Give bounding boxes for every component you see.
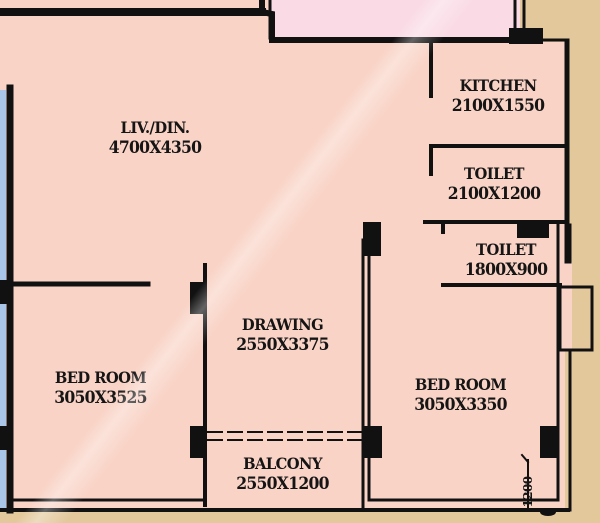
room-dimensions: 2550X3375 (236, 335, 329, 355)
adjacent-unit (270, 0, 520, 38)
room-name: TOILET (464, 164, 524, 183)
room-dimensions: 3050X3525 (54, 388, 147, 408)
room-label-toilet-1: TOILET 2100X1200 (437, 164, 551, 204)
room-label-toilet-2: TOILET 1800X900 (453, 240, 560, 280)
room-dimensions: 1800X900 (464, 260, 548, 280)
room-label-balcony: BALCONY 2550X1200 (225, 454, 340, 494)
room-name: DRAWING (241, 315, 324, 334)
room-dimensions: 2100X1550 (451, 96, 545, 116)
room-dimensions: 2100X1200 (447, 184, 541, 204)
room-label-bedroom-2: BED ROOM 3050X3350 (403, 375, 518, 415)
room-dimensions: 3050X3350 (414, 395, 507, 415)
room-label-drawing: DRAWING 2550X3375 (225, 315, 340, 355)
room-name: LIV./DIN. (120, 118, 190, 137)
room-label-living-dining: LIV./DIN. 4700X4350 (100, 118, 210, 158)
columns (0, 28, 558, 516)
room-dimensions: 2550X1200 (236, 474, 329, 494)
room-name: KITCHEN (459, 76, 537, 95)
room-dimensions: 4700X4350 (108, 138, 202, 158)
room-name: BED ROOM (54, 368, 147, 387)
room-name: BED ROOM (414, 375, 507, 394)
room-label-kitchen: KITCHEN 2100X1550 (441, 76, 555, 116)
vertical-dimension-label: 1200 (521, 476, 535, 508)
room-label-bedroom-1: BED ROOM 3050X3525 (43, 368, 158, 408)
room-fill (0, 0, 572, 510)
room-name: TOILET (476, 240, 536, 259)
room-name: BALCONY (243, 454, 322, 473)
